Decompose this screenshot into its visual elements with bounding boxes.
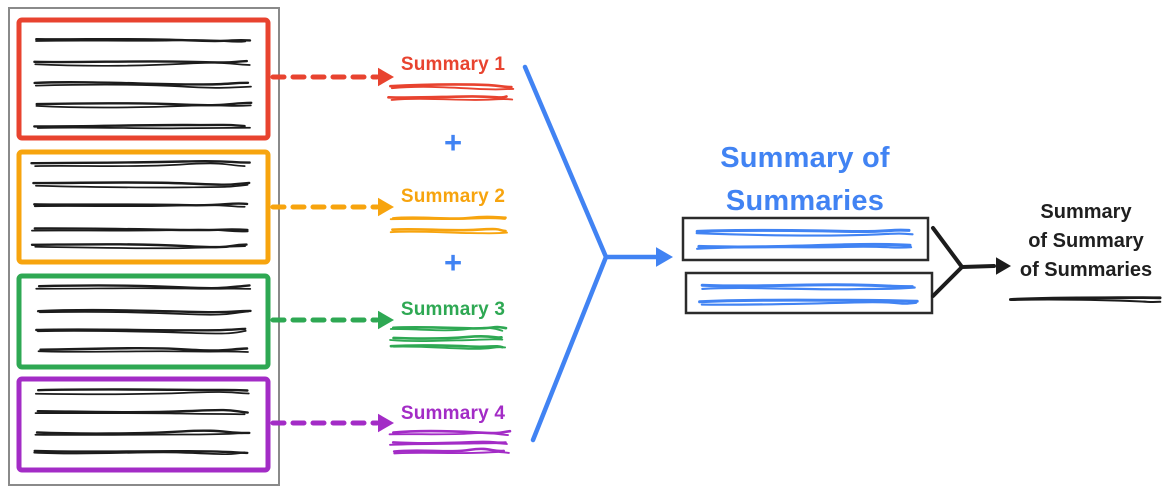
- dashed-arrow-3: [270, 310, 394, 330]
- final-label-line-2: of Summary: [1028, 230, 1144, 252]
- dashed-arrow-4: [270, 413, 394, 433]
- summary-2-label: Summary 2: [400, 186, 506, 207]
- sos-title-line-2: Summaries: [725, 185, 885, 217]
- summary-2-scribble: [389, 215, 508, 235]
- merge-arrow-blue: [522, 64, 673, 443]
- merge-arrow-black: [931, 226, 1011, 298]
- summary-of-summaries-title: Summary of Summaries: [684, 137, 926, 223]
- document-stack-frame: [8, 7, 280, 486]
- document-box-2: [16, 149, 271, 265]
- final-summary-scribble: [1009, 296, 1162, 304]
- plus-operator-2: +: [443, 245, 463, 280]
- summary-3-label: Summary 3: [400, 299, 506, 320]
- document-box-4: [16, 376, 271, 473]
- summary-of-summaries-box-1: [681, 216, 930, 262]
- summary-3-scribble: [389, 325, 508, 350]
- summary-of-summaries-box-2: [684, 271, 934, 315]
- sos-title-line-1: Summary of: [720, 142, 890, 174]
- document-box-3: [16, 273, 271, 370]
- document-box-1: [16, 17, 271, 141]
- final-label-line-1: Summary: [1040, 201, 1132, 223]
- dashed-arrow-1: [270, 67, 394, 87]
- summary-4-label: Summary 4: [400, 403, 506, 424]
- final-summary-label: Summary of Summary of Summaries: [1006, 198, 1166, 285]
- summary-1-label: Summary 1: [400, 54, 506, 75]
- plus-operator-1: +: [443, 125, 463, 160]
- summary-4-scribble: [388, 429, 512, 455]
- summary-1-scribble: [387, 83, 515, 101]
- final-label-line-3: of Summaries: [1019, 259, 1153, 281]
- dashed-arrow-2: [270, 197, 394, 217]
